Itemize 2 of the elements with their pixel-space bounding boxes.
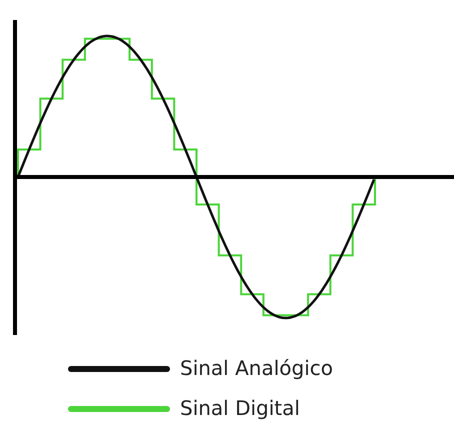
legend-label: Sinal Analógico	[180, 356, 333, 380]
legend-label: Sinal Digital	[180, 396, 300, 420]
